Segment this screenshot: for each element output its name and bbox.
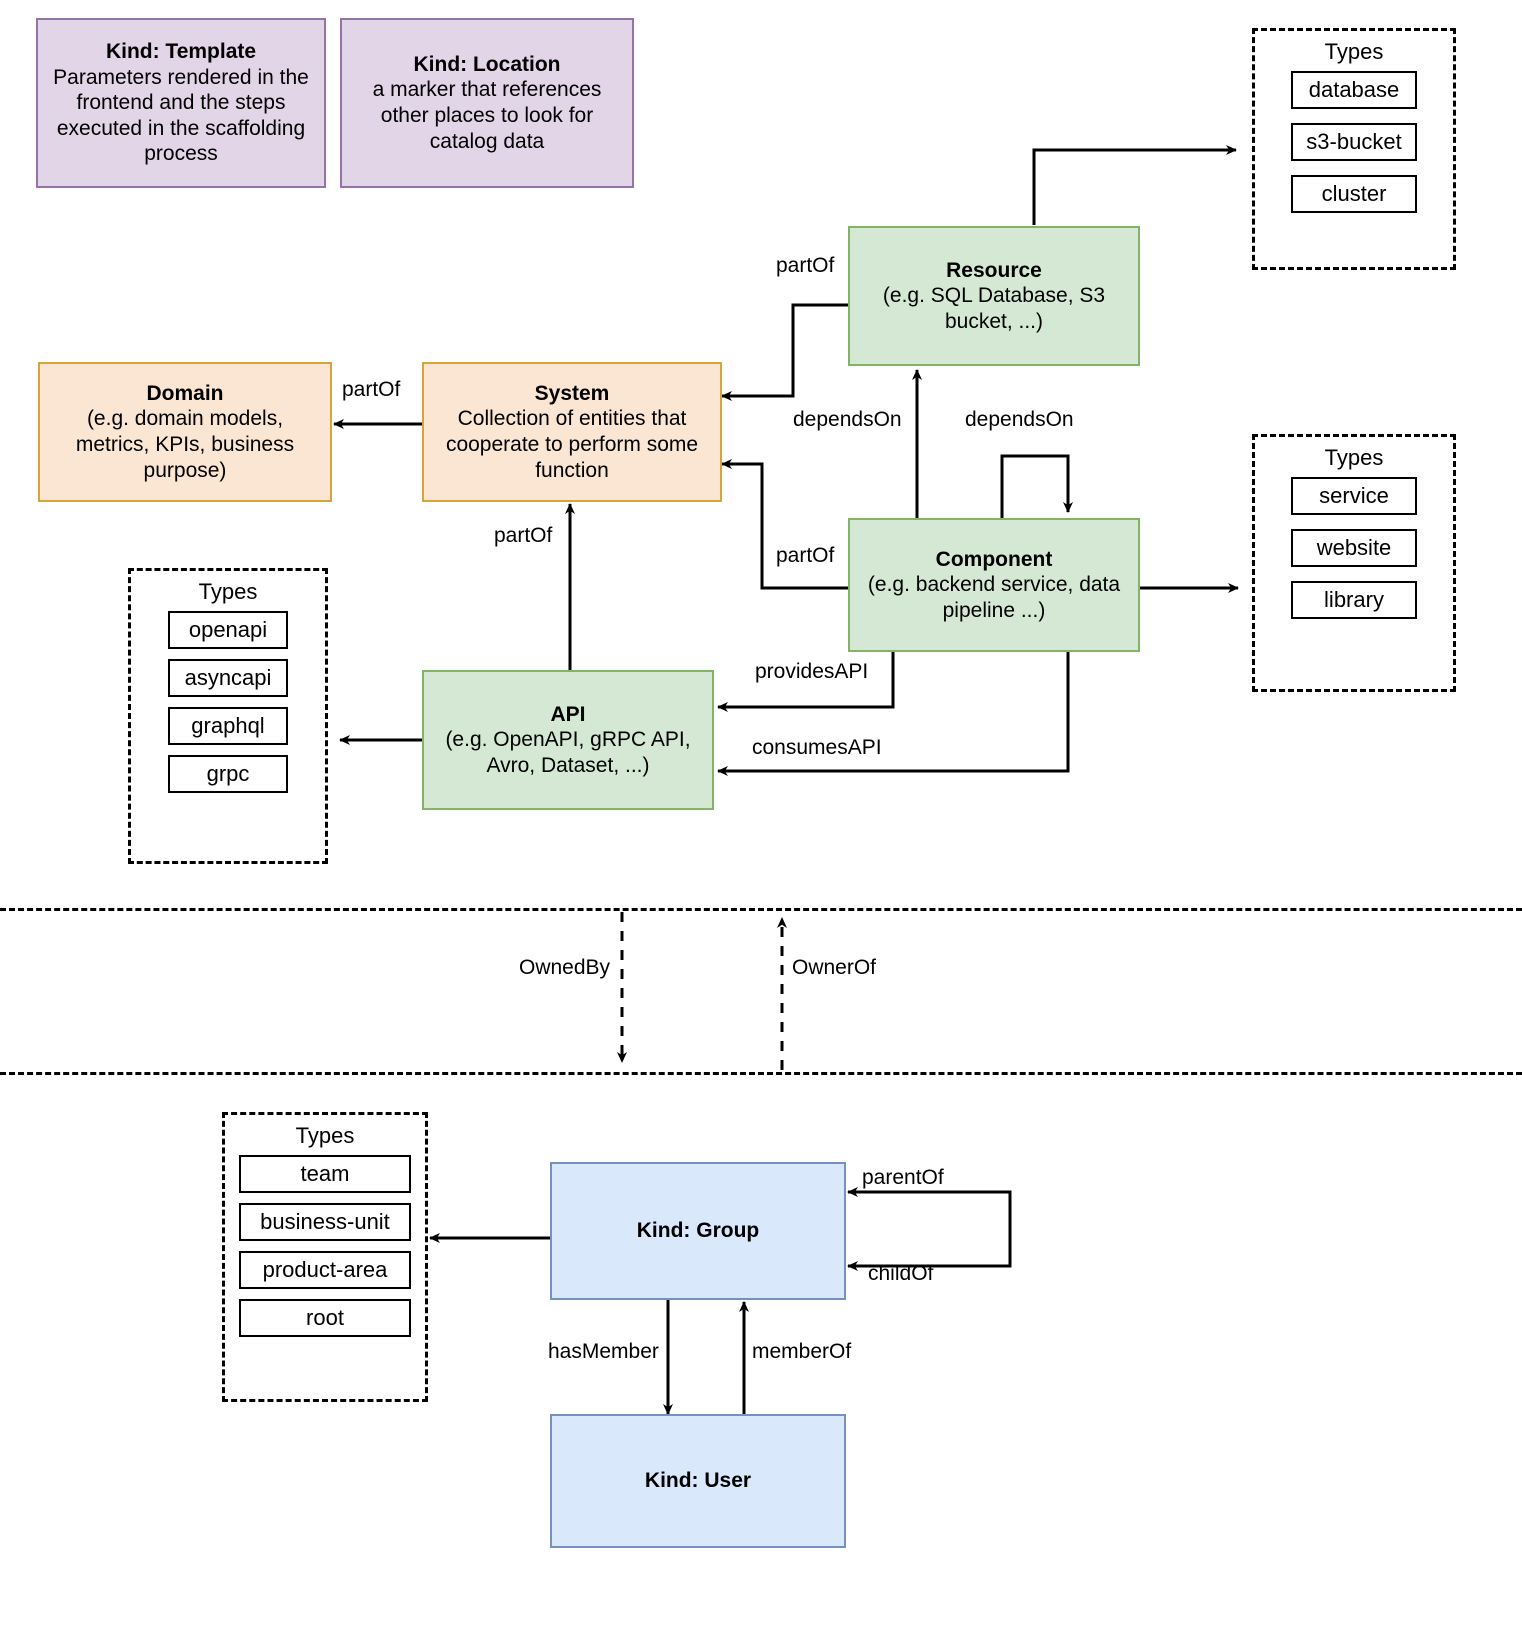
edge-label-consumes-api: consumesAPI: [752, 736, 882, 759]
edge-label-ownedby: OwnedBy: [519, 956, 611, 979]
node-title: Kind: Location: [413, 52, 561, 76]
node-title: Kind: User: [644, 1469, 752, 1493]
swimlane-separator-bottom: [0, 1072, 1522, 1075]
node-kind-location[interactable]: Kind: Location a marker that references …: [340, 18, 634, 188]
node-api[interactable]: API (e.g. OpenAPI, gRPC API, Avro, Datas…: [422, 670, 714, 810]
types-panel-label: Types: [295, 1123, 355, 1148]
type-chip[interactable]: openapi: [168, 611, 288, 649]
node-kind-group[interactable]: Kind: Group: [550, 1162, 846, 1300]
edge-label-hasmember: hasMember: [548, 1340, 659, 1363]
type-chip[interactable]: root: [239, 1299, 411, 1337]
type-chip[interactable]: product-area: [239, 1251, 411, 1289]
node-component[interactable]: Component (e.g. backend service, data pi…: [848, 518, 1140, 652]
types-panel-group: Types team business-unit product-area ro…: [222, 1112, 428, 1402]
edge-label-system-partof: partOf: [342, 378, 401, 401]
edge-label-api-partof: partOf: [494, 524, 553, 547]
types-panel-component: Types service website library: [1252, 434, 1456, 692]
type-chip[interactable]: website: [1291, 529, 1417, 567]
types-panel-label: Types: [1324, 39, 1384, 64]
types-panel-label: Types: [198, 579, 258, 604]
type-chip[interactable]: s3-bucket: [1291, 123, 1417, 161]
node-title: Component: [935, 547, 1053, 571]
type-chip[interactable]: asyncapi: [168, 659, 288, 697]
node-title: System: [534, 381, 610, 405]
swimlane-separator-top: [0, 908, 1522, 911]
types-panel-api: Types openapi asyncapi graphql grpc: [128, 568, 328, 864]
type-chip[interactable]: library: [1291, 581, 1417, 619]
node-domain[interactable]: Domain (e.g. domain models, metrics, KPI…: [38, 362, 332, 502]
node-title: Resource: [946, 258, 1042, 282]
edge-label-component-dependson-self: dependsOn: [965, 408, 1074, 431]
edge-label-memberof: memberOf: [752, 1340, 852, 1363]
type-chip[interactable]: graphql: [168, 707, 288, 745]
type-chip[interactable]: database: [1291, 71, 1417, 109]
types-panel-label: Types: [1324, 445, 1384, 470]
type-chip[interactable]: service: [1291, 477, 1417, 515]
node-body: (e.g. domain models, metrics, KPIs, busi…: [75, 407, 295, 482]
node-body: a marker that references other places to…: [372, 78, 602, 153]
node-body: (e.g. backend service, data pipeline ...…: [867, 573, 1121, 622]
node-title: Kind: Group: [636, 1219, 760, 1243]
edge-resource-partof-system: [721, 303, 848, 401]
node-title: Kind: Template: [105, 39, 257, 63]
node-title: Domain: [146, 381, 224, 405]
edge-resource-types: [1032, 145, 1237, 225]
type-chip[interactable]: cluster: [1291, 175, 1417, 213]
edge-component-partof-system: [721, 459, 848, 590]
node-system[interactable]: System Collection of entities that coope…: [422, 362, 722, 502]
edge-label-ownerof: OwnerOf: [792, 956, 877, 979]
edge-label-childof: childOf: [868, 1262, 934, 1285]
node-resource[interactable]: Resource (e.g. SQL Database, S3 bucket, …: [848, 226, 1140, 366]
node-body: (e.g. SQL Database, S3 bucket, ...): [882, 284, 1106, 333]
edge-label-parentof: parentOf: [862, 1166, 944, 1189]
node-body: (e.g. OpenAPI, gRPC API, Avro, Dataset, …: [445, 728, 691, 777]
types-panel-resource: Types database s3-bucket cluster: [1252, 28, 1456, 270]
node-body: Collection of entities that cooperate to…: [445, 407, 699, 482]
edge-label-provides-api: providesAPI: [755, 660, 869, 683]
edge-label-component-partof: partOf: [776, 544, 835, 567]
node-kind-template[interactable]: Kind: Template Parameters rendered in th…: [36, 18, 326, 188]
type-chip[interactable]: grpc: [168, 755, 288, 793]
edge-component-dependson-self: [1000, 454, 1073, 518]
node-kind-user[interactable]: Kind: User: [550, 1414, 846, 1548]
edge-label-component-dependson-resource: dependsOn: [793, 408, 902, 431]
edge-label-resource-partof: partOf: [776, 254, 835, 277]
edge-parentof: [847, 1187, 1012, 1242]
type-chip[interactable]: team: [239, 1155, 411, 1193]
node-body: Parameters rendered in the frontend and …: [53, 65, 309, 166]
type-chip[interactable]: business-unit: [239, 1203, 411, 1241]
node-title: API: [550, 702, 586, 726]
